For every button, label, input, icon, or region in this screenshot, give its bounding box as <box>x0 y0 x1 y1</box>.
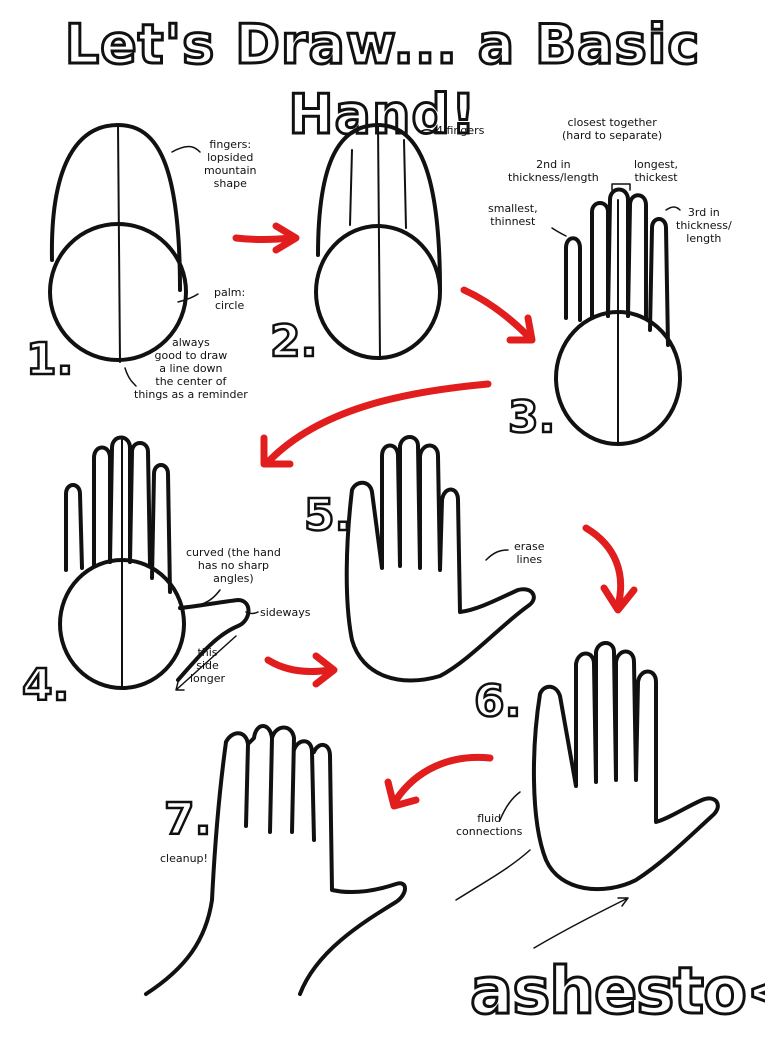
note-curved: curved (the hand has no sharp angles) <box>186 546 281 585</box>
note-third-finger: 3rd in thickness/ length <box>676 206 732 245</box>
note-smallest-finger: smallest, thinnest <box>488 202 538 228</box>
arrow-1-to-2 <box>232 222 300 254</box>
step4-sketch <box>58 435 259 691</box>
step5-sketch <box>344 435 536 683</box>
note-longest-finger: longest, thickest <box>634 158 679 184</box>
note-four-fingers: 4 fingers <box>436 124 485 137</box>
step2-sketch <box>314 123 442 360</box>
note-fluid-connections: fluid connections <box>456 812 523 838</box>
step6-sketch <box>455 641 720 949</box>
note-side-longer: this side longer <box>190 646 226 685</box>
note-second-finger: 2nd in thickness/length <box>508 158 599 184</box>
note-cleanup: cleanup! <box>160 852 208 865</box>
step7-sketch <box>144 724 407 996</box>
step-number-3: 3. <box>507 391 557 445</box>
note-sideways: sideways <box>260 606 311 619</box>
arrow-3-to-4 <box>260 380 492 468</box>
arrow-5-to-6 <box>582 524 638 614</box>
artist-signature: ashesto<3 <box>468 954 765 1031</box>
step-number-4: 4. <box>21 659 71 713</box>
step-number-2: 2. <box>269 315 319 369</box>
page-title: Let's Draw... a Basic Hand! <box>63 12 701 148</box>
note-palm-circle: palm: circle <box>214 286 246 312</box>
step1-sketch <box>48 123 201 387</box>
step-number-1: 1. <box>25 333 75 387</box>
arrow-4-to-5 <box>264 652 338 688</box>
step-number-7: 7. <box>163 793 213 847</box>
note-closest-together: closest together (hard to separate) <box>562 116 663 142</box>
flow-arrows <box>232 222 638 810</box>
step-number-5: 5. <box>303 489 353 543</box>
note-erase-lines: erase lines <box>514 540 545 566</box>
note-fingers-shape: fingers: lopsided mountain shape <box>204 138 257 190</box>
arrow-6-to-7 <box>384 753 494 810</box>
note-center-line: always good to draw a line down the cent… <box>134 336 248 401</box>
step3-sketch <box>551 183 682 446</box>
step-number-6: 6. <box>473 675 523 729</box>
arrow-2-to-3 <box>460 286 536 344</box>
